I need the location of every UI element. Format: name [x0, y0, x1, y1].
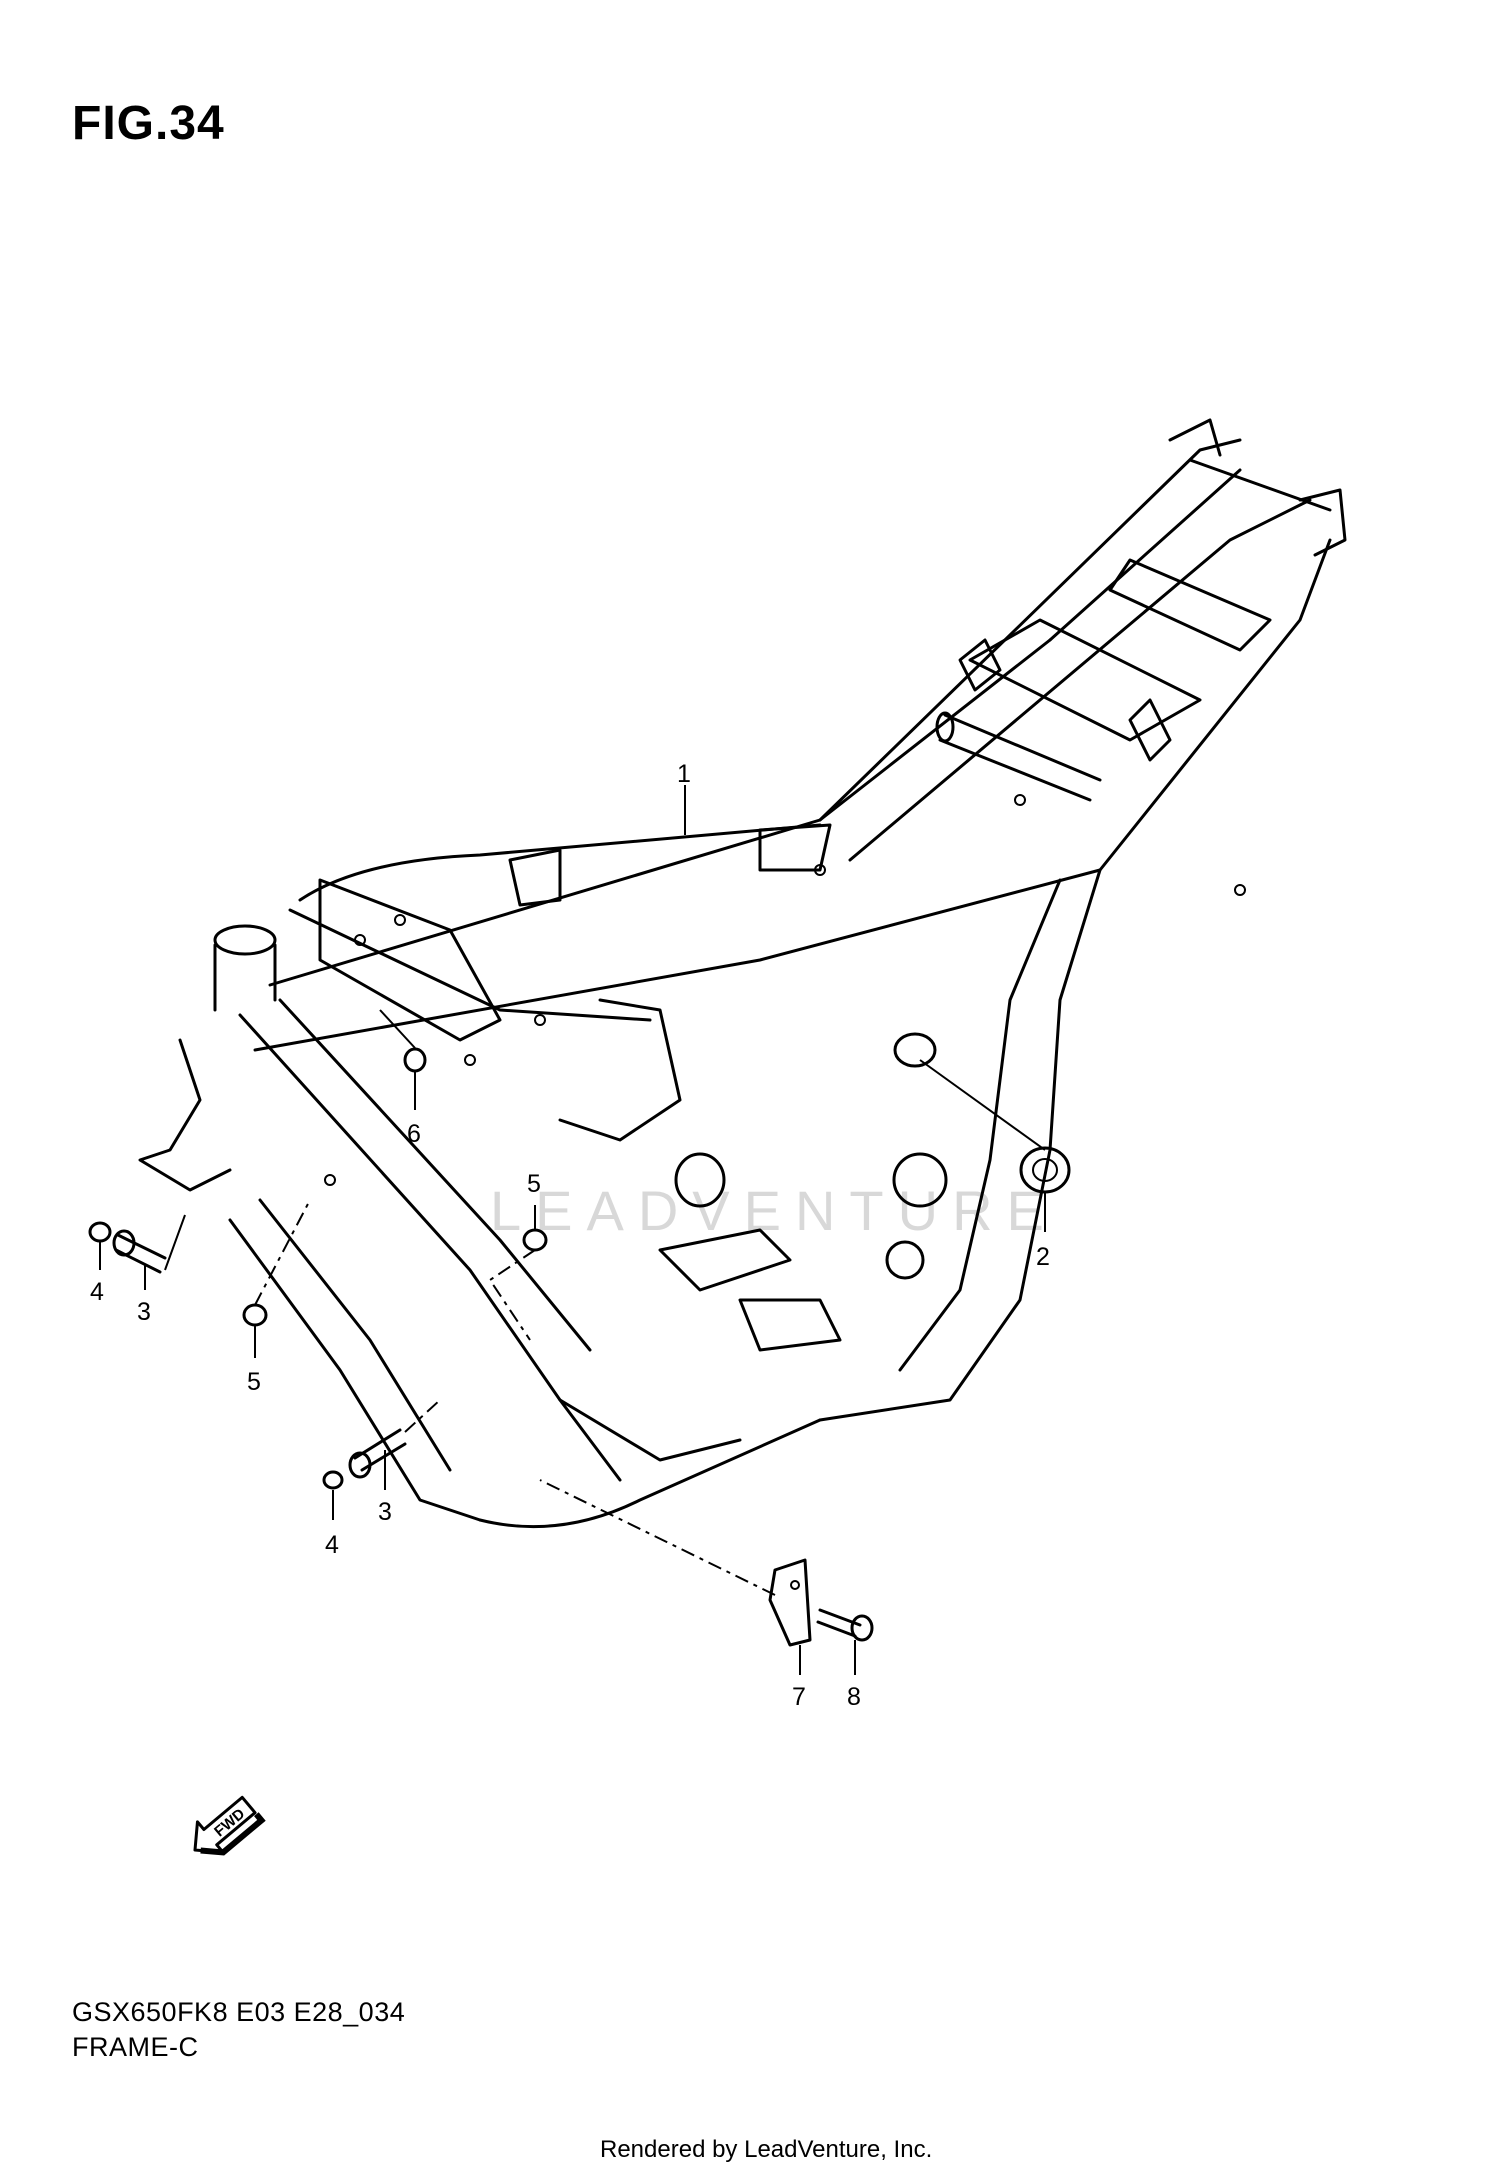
bracket-part-7 — [768, 1558, 812, 1647]
callout-2: 2 — [1036, 1243, 1050, 1271]
model-code: GSX650FK8 E03 E28_034 — [72, 1997, 406, 2027]
leader-lines — [99, 785, 1046, 1675]
main-frame-part-1 — [138, 418, 1347, 1529]
callout-5-center: 5 — [527, 1170, 541, 1198]
figure-title: FIG.34 — [72, 97, 225, 150]
render-credit: Rendered by LeadVenture, Inc. — [600, 2136, 933, 2163]
callout-1: 1 — [677, 760, 691, 788]
callout-5-left: 5 — [247, 1368, 261, 1396]
watermark: LEADVENTURE — [490, 1179, 1058, 1242]
plug-part-6 — [403, 1047, 427, 1073]
callout-4-lower: 4 — [325, 1531, 339, 1559]
callout-8: 8 — [847, 1683, 861, 1711]
callout-3-upper: 3 — [137, 1298, 151, 1326]
bolt-part-3-upper — [112, 1229, 167, 1274]
nut-part-5-left — [242, 1303, 268, 1327]
callout-4-upper: 4 — [90, 1278, 104, 1306]
nut-part-4-upper — [88, 1221, 112, 1243]
bolt-part-3-lower — [348, 1428, 407, 1479]
fwd-arrow-icon: FWD — [193, 1795, 266, 1856]
callout-7: 7 — [792, 1683, 806, 1711]
callout-3-lower: 3 — [378, 1498, 392, 1526]
nut-part-4-lower — [322, 1470, 344, 1490]
bolt-part-8 — [816, 1608, 874, 1642]
callout-6: 6 — [407, 1120, 421, 1148]
section-name: FRAME-C — [72, 2032, 199, 2062]
